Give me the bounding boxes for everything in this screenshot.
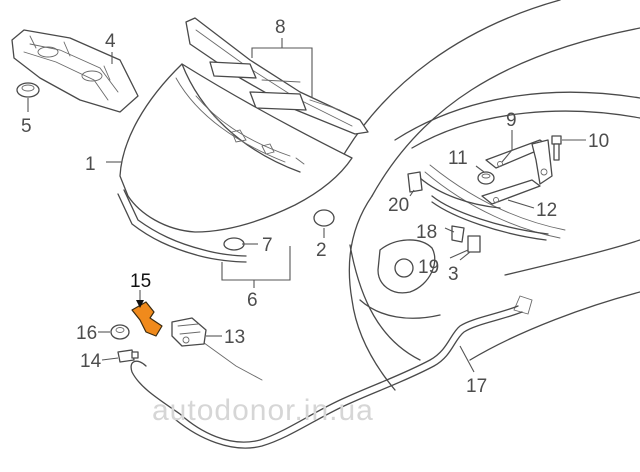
lock-handle-part-13 [171, 317, 207, 347]
callout-3: 3 [448, 264, 459, 285]
clip-part-5 [16, 82, 40, 98]
watermark-text: autodonor.in.ua [152, 394, 374, 427]
leader-lines [27, 38, 586, 373]
callout-6: 6 [247, 290, 258, 311]
lever-part-15-highlighted [131, 301, 163, 337]
hood-hinge-parts-9-12 [481, 139, 553, 205]
car-body-outline [331, 0, 640, 391]
release-cable-part-17 [130, 295, 533, 449]
callout-16: 16 [76, 323, 97, 344]
callout-17: 17 [466, 376, 487, 397]
callout-8: 8 [275, 17, 286, 38]
callout-1: 1 [85, 154, 96, 175]
clip-part-16 [110, 324, 130, 340]
callout-14: 14 [80, 351, 102, 372]
callout-15: 15 [130, 271, 151, 292]
callout-11: 11 [448, 148, 468, 169]
callout-7: 7 [262, 235, 273, 256]
hood-panel-part-1 [119, 63, 353, 233]
nut-part-11 [477, 171, 495, 185]
bumper-pad-part-20 [407, 171, 423, 193]
callout-13: 13 [224, 327, 245, 348]
callout-12: 12 [536, 200, 557, 221]
bolt-part-14 [117, 349, 139, 363]
hood-lock-parts-18-19-3 [431, 195, 549, 253]
callout-18: 18 [416, 222, 437, 243]
bolt-part-10 [551, 135, 562, 161]
plug-part-7 [223, 237, 245, 251]
cowl-seal-part-8 [185, 17, 369, 135]
hood-seal-part-6 [117, 189, 247, 263]
callout-19: 19 [418, 257, 439, 278]
callout-9: 9 [506, 110, 517, 131]
callout-4: 4 [105, 31, 116, 52]
hood-insulator-part-4 [11, 29, 139, 113]
callout-20: 20 [388, 195, 409, 216]
callout-2: 2 [316, 240, 327, 261]
callout-10: 10 [588, 131, 609, 152]
cap-part-2 [313, 209, 335, 227]
callout-5: 5 [21, 116, 32, 137]
callout-numbers: 4 5 1 8 9 10 11 12 20 18 19 3 2 7 6 15 1… [21, 17, 609, 397]
